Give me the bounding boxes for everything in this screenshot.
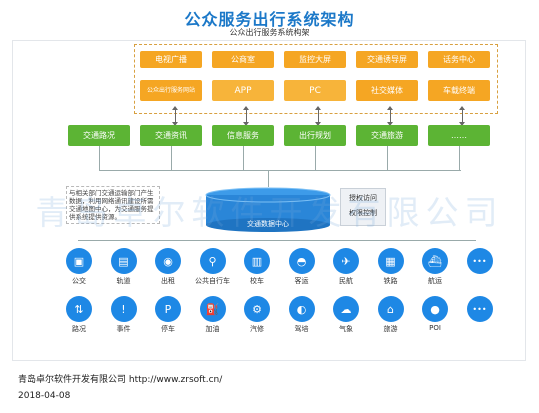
- taxi-icon: ◉: [155, 248, 181, 274]
- service-label: 汽修: [250, 325, 264, 333]
- service-item: ☁ 气象: [327, 296, 365, 334]
- service-more: ……: [428, 125, 490, 146]
- service-label: 停车: [161, 325, 175, 333]
- bus-drop: [387, 146, 388, 170]
- service-label: 民航: [339, 277, 353, 285]
- service-label: 公交: [72, 277, 86, 285]
- service-label: POI: [429, 324, 441, 332]
- bus-drop: [171, 146, 172, 170]
- channel-guidance-screen: 交通诱导屏: [356, 51, 418, 68]
- service-label: 客运: [294, 277, 309, 285]
- alert-icon: !: [110, 296, 137, 322]
- poi-icon: ●: [422, 296, 448, 322]
- service-label: 加油: [205, 325, 220, 333]
- arrow-connector: [459, 106, 465, 126]
- channel-tv: 电视广播: [140, 51, 202, 68]
- bus-drop: [99, 146, 100, 170]
- service-item: ✈ 民航: [327, 248, 365, 286]
- ferry-icon: ◓: [288, 248, 315, 274]
- service-label: 出租: [161, 277, 175, 285]
- ship-icon: ⛴: [422, 248, 448, 274]
- bus-drop: [459, 146, 460, 170]
- service-trip-planning: 出行规划: [284, 125, 346, 146]
- parking-icon: P: [155, 296, 181, 322]
- service-item: •••: [461, 248, 499, 276]
- service-item: ⌂ 旅游: [372, 296, 410, 334]
- channel-app: APP: [212, 80, 274, 101]
- footer-date: 2018-04-08: [18, 391, 71, 401]
- service-item: ⛽ 加油: [194, 296, 232, 334]
- arrow-connector: [387, 106, 393, 126]
- service-item: ▤ 轨道: [105, 248, 143, 286]
- service-label: 气象: [339, 325, 353, 333]
- service-label: 航运: [428, 277, 442, 285]
- service-traffic-news: 交通资讯: [140, 125, 202, 146]
- service-label: 事件: [116, 325, 131, 333]
- bus-drop: [315, 146, 316, 170]
- repair-icon: ⚙: [244, 296, 270, 322]
- channel-business-hall: 公商室: [212, 51, 274, 68]
- rail-icon: ▤: [110, 248, 137, 274]
- channel-frame: [134, 44, 498, 114]
- weather-icon: ☁: [333, 296, 359, 322]
- service-label: 旅游: [383, 325, 398, 333]
- plane-icon: ✈: [333, 248, 359, 274]
- service-item: ● POI: [416, 296, 454, 332]
- service-info: 信息服务: [212, 125, 274, 146]
- service-item: ▥ 校车: [238, 248, 276, 286]
- more-icon: •••: [466, 296, 493, 322]
- page-title: 公众服务出行系统架构: [184, 10, 355, 29]
- service-item: ⛴ 航运: [416, 248, 454, 286]
- service-item: ◐ 驾培: [283, 296, 321, 334]
- service-label: 铁路: [383, 277, 398, 285]
- coach-icon: ▥: [244, 248, 270, 274]
- channel-pc: PC: [284, 80, 346, 101]
- channel-monitor-screen: 监控大屏: [284, 51, 346, 68]
- bus-to-center: [268, 170, 269, 187]
- fuel-icon: ⛽: [199, 296, 226, 322]
- service-item: ◉ 出租: [149, 248, 187, 286]
- service-item: ! 事件: [105, 296, 143, 334]
- service-item: ⚲ 公共自行车: [194, 248, 232, 286]
- service-label: 校车: [250, 277, 264, 285]
- arrow-connector: [172, 106, 178, 126]
- data-center-label: 交通数据中心: [247, 220, 289, 228]
- service-label: 驾培: [294, 325, 309, 333]
- auth-access-label: 授权访问: [349, 194, 377, 202]
- auth-permission-label: 权限控制: [349, 209, 377, 217]
- service-item: ▦ 铁路: [372, 248, 410, 286]
- bike-icon: ⚲: [199, 248, 226, 274]
- channel-website: 公众出行服务网站: [140, 80, 202, 101]
- channel-call-center: 话务中心: [428, 51, 490, 68]
- data-center-icon: 交通数据中心: [200, 187, 336, 235]
- page-subtitle: 公众出行服务系统构架: [229, 28, 310, 37]
- channel-social-media: 社交媒体: [356, 80, 418, 101]
- service-item: •••: [461, 296, 499, 324]
- arrow-connector: [315, 106, 321, 126]
- data-source-note: 与相关部门交通运输部门产生数据，利用网络通讯建设所需交通地图中心，为交通服务提供…: [66, 186, 160, 224]
- bus-drop: [243, 146, 244, 170]
- service-item: ◓ 客运: [283, 248, 321, 286]
- train-icon: ▦: [377, 248, 404, 274]
- more-icon: •••: [466, 248, 493, 274]
- service-item: ⇅ 路况: [60, 296, 98, 334]
- driving-icon: ◐: [288, 296, 315, 322]
- service-label: 公共自行车: [195, 277, 230, 285]
- service-label: 轨道: [116, 277, 131, 285]
- service-traffic-conditions: 交通路况: [68, 125, 130, 146]
- bus-icon: ▣: [66, 248, 92, 274]
- service-item: ▣ 公交: [60, 248, 98, 286]
- service-item: P 停车: [149, 296, 187, 334]
- service-label: 路况: [72, 325, 86, 333]
- service-traffic-travel: 交通旅游: [356, 125, 418, 146]
- auth-panel: 授权访问 权限控制: [340, 188, 386, 226]
- arrow-connector: [243, 106, 249, 126]
- road-icon: ⇅: [66, 296, 92, 322]
- bus-line: [99, 170, 461, 171]
- service-item: ⚙ 汽修: [238, 296, 276, 334]
- travel-icon: ⌂: [377, 296, 404, 322]
- footer-company: 青岛卓尔软件开发有限公司 http://www.zrsoft.cn/: [18, 375, 223, 385]
- services-bus-line: [78, 240, 476, 241]
- channel-vehicle-terminal: 车载终端: [428, 80, 490, 101]
